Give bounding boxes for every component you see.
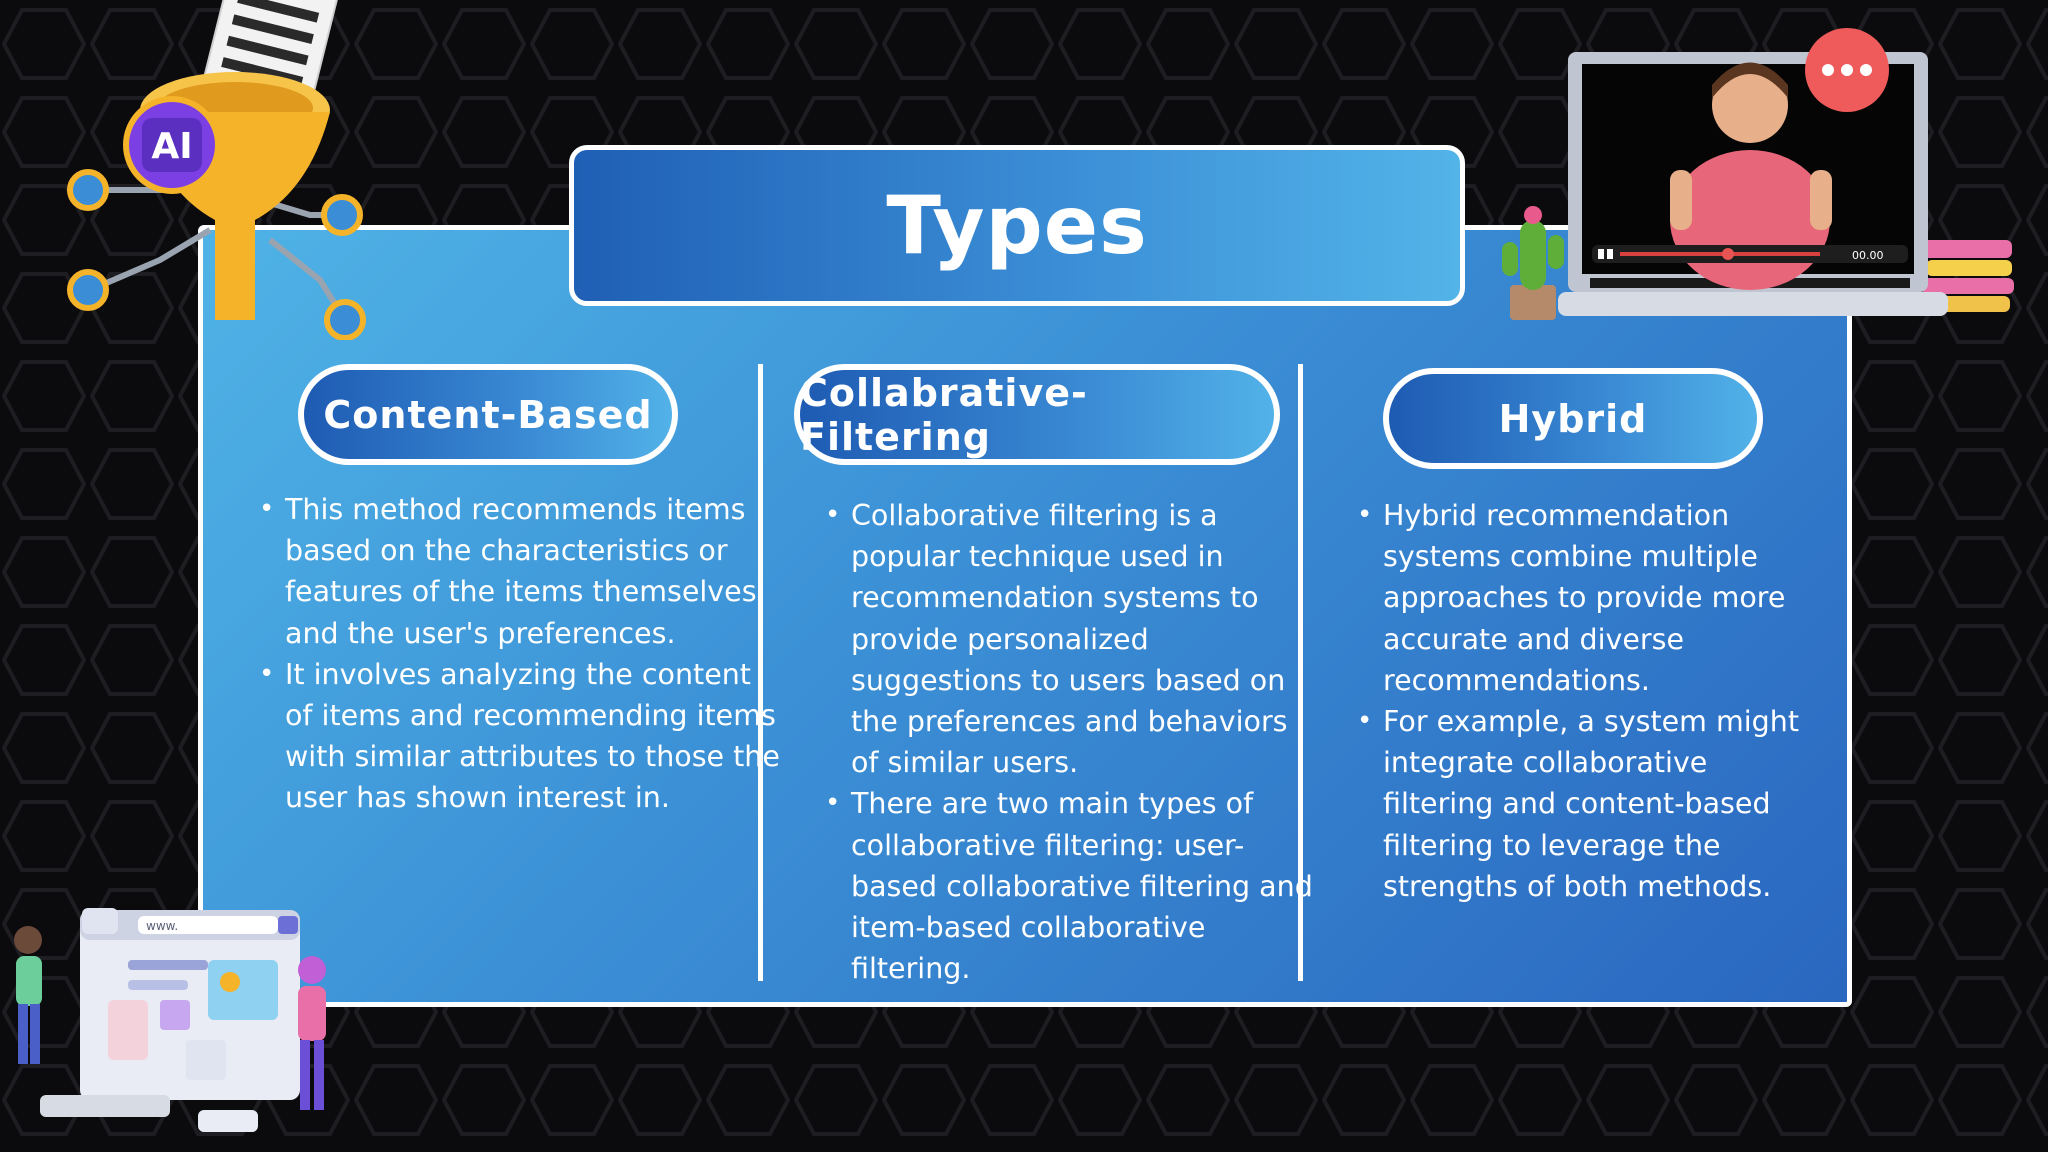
hybrid-list: Hybrid recommendation systems combine mu… [1357, 495, 1823, 907]
browser-url: www. [146, 919, 178, 933]
heading-hybrid: Hybrid [1383, 368, 1763, 469]
collaborative-filtering-list: Collaborative filtering is a popular tec… [825, 495, 1313, 989]
page-title: Types [886, 179, 1148, 272]
video-time: 00.00 [1852, 249, 1884, 262]
video-lesson-illustration: 00.00 [1502, 28, 2014, 320]
ai-badge-label: AI [151, 126, 192, 167]
list-item: There are two main types of collaborativ… [825, 783, 1313, 989]
list-item: For example, a system might integrate co… [1357, 701, 1823, 907]
ai-funnel-illustration: AI [67, 0, 366, 340]
list-item: Hybrid recommendation systems combine mu… [1357, 495, 1823, 701]
title-banner: Types [569, 145, 1465, 306]
heading-content-based: Content-Based [298, 364, 678, 465]
content-based-list: This method recommends items based on th… [259, 489, 781, 819]
heading-collaborative-filtering: Collabrative-Filtering [794, 364, 1280, 465]
list-item: This method recommends items based on th… [259, 489, 781, 654]
list-item: It involves analyzing the content of ite… [259, 654, 781, 819]
web-design-illustration: www. [14, 908, 326, 1132]
list-item: Collaborative filtering is a popular tec… [825, 495, 1313, 783]
